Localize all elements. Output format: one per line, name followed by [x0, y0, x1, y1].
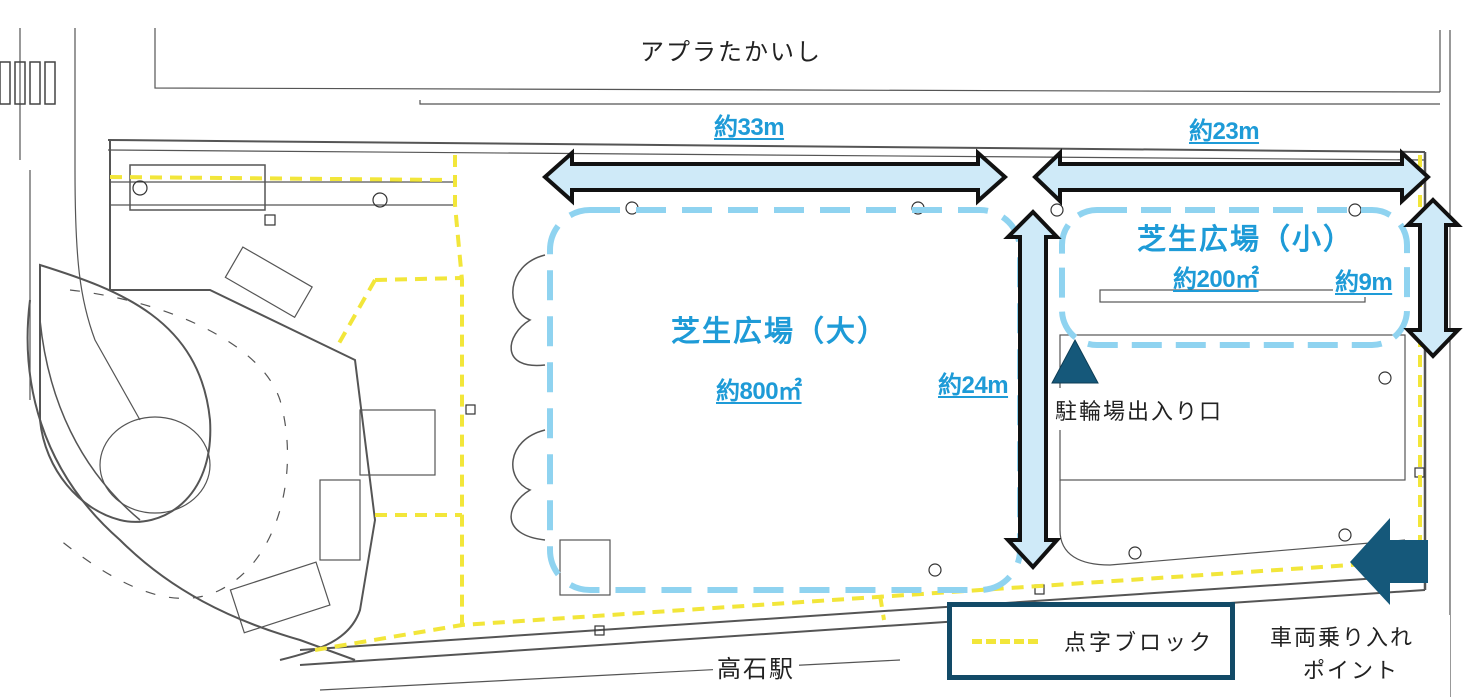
dimension-large-depth: 約24m — [932, 372, 1015, 400]
station-label-takaishi: 高石駅 — [713, 657, 799, 681]
vehicle-entry-label-line2: ポイント — [1303, 659, 1400, 684]
dimension-large-width: 約33m — [708, 114, 791, 142]
small-lawn-area: 約200㎡ — [1173, 266, 1259, 293]
small-lawn-outline — [1059, 207, 1410, 348]
legend-box: 点字ブロック — [947, 602, 1235, 680]
bicycle-entrance-marker — [1051, 338, 1099, 384]
legend-tactile-paving-label: 点字ブロック — [1064, 631, 1215, 656]
dimension-arrows — [541, 148, 1463, 570]
large-lawn-area: 約800㎡ — [716, 378, 802, 405]
vehicle-entry-arrow — [1350, 518, 1428, 605]
small-lawn-name: 芝生広場（小） — [1137, 224, 1355, 256]
tactile-paving-swatch — [972, 638, 1038, 644]
base-drawing — [0, 28, 1451, 697]
dimension-small-depth: 約9m — [1333, 269, 1395, 297]
bicycle-entrance-label: 駐輪場出入り口 — [1055, 400, 1224, 425]
dimension-small-width: 約23m — [1183, 118, 1266, 146]
large-lawn-name: 芝生広場（大） — [671, 316, 889, 348]
building-label-apura: アプラたかいし — [640, 38, 822, 66]
vehicle-entry-label-line1: 車両乗り入れ — [1270, 626, 1415, 651]
vehicle-entry-label-bg — [1250, 615, 1450, 697]
bicycle-entrance-label-bg — [1050, 388, 1265, 430]
